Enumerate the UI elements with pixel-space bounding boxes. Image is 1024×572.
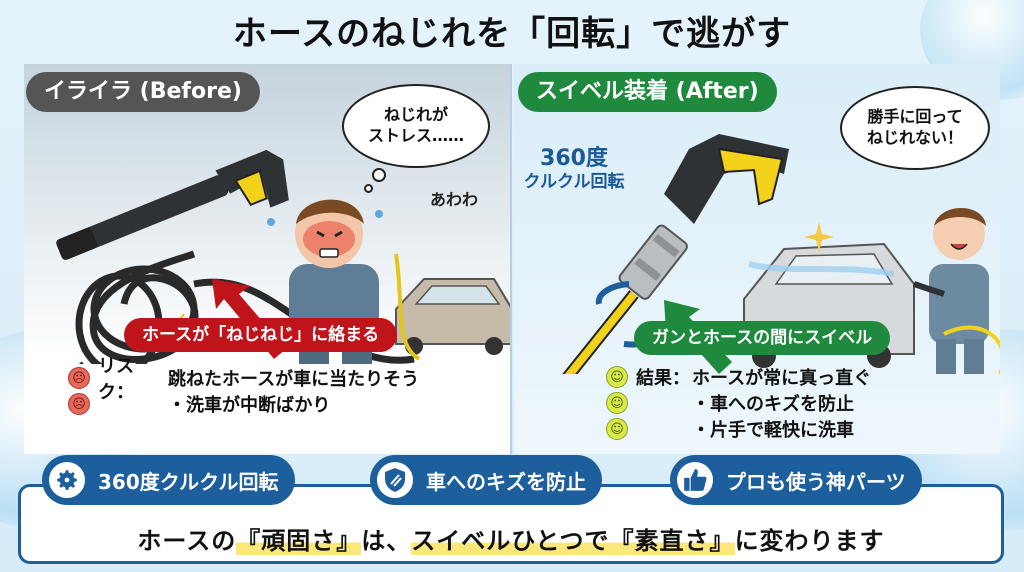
result-text: ホースが常に真っ直ぐ xyxy=(692,368,872,389)
thought-line-1: ねじれが xyxy=(383,105,448,125)
rotation-degree: 360度 xyxy=(540,146,608,171)
smiley-face-icon: ☺ xyxy=(606,392,628,414)
summary-part: に変わります xyxy=(734,527,885,555)
thought-dot xyxy=(372,168,386,182)
risk-list: ☹ リスク： 跳ねたホースが車に当たりそう ☹ ・洗車が中断ばかり xyxy=(68,356,420,417)
sfx-label: あわわ xyxy=(430,190,479,209)
feature-badge-rotation: 360度クルクル回転 xyxy=(42,455,295,505)
summary-part: ホースの xyxy=(137,527,237,555)
angry-face-icon: ☹ xyxy=(68,393,90,415)
summary-text: ホースの『頑固さ』は、スイベルひとつで『素直さ』に変わります xyxy=(21,521,1001,556)
rotation-label: 360度 クルクル回転 xyxy=(514,146,634,193)
result-list: ☺ 結果： ホースが常に真っ直ぐ ☺ ・車へのキズを防止 ☺ ・片手で軽快に洗車 xyxy=(606,364,871,442)
angry-face-icon: ☹ xyxy=(68,367,90,389)
after-heading: スイベル装着 (After) xyxy=(518,72,777,112)
thought-line-2: ストレス…… xyxy=(367,126,464,145)
summary-highlight: 『頑固さ』 xyxy=(236,527,362,555)
list-item: ☺ ・車へのキズを防止 xyxy=(606,390,871,416)
thumbs-up-icon xyxy=(674,459,716,501)
smiley-face-icon: ☺ xyxy=(606,366,628,388)
after-panel: スイベル装着 (After) xyxy=(514,64,1000,454)
risk-text: 跳ねたホースが車に当たりそう xyxy=(168,369,420,390)
result-label: 結果： xyxy=(636,368,690,389)
smiley-face-icon: ☺ xyxy=(606,418,628,440)
feature-label: 車へのキズを防止 xyxy=(426,469,586,494)
speech-bubble: 勝手に回って ねじれない！ xyxy=(840,86,990,170)
feature-label: 360度クルクル回転 xyxy=(98,469,279,494)
thought-dot xyxy=(364,184,373,193)
rotation-text: クルクル回転 xyxy=(523,172,625,193)
risk-label: リスク： xyxy=(98,356,134,403)
feature-badge-protect: 車へのキズを防止 xyxy=(370,455,602,505)
list-item: ☺ 結果： ホースが常に真っ直ぐ xyxy=(606,364,871,390)
page-title: ホースのねじれを「回転」で逃がす xyxy=(232,14,792,54)
list-item: ☹ リスク： 跳ねたホースが車に当たりそう xyxy=(68,356,420,403)
tangle-callout: ホースが「ねじねじ」に絡まる xyxy=(124,318,398,352)
swivel-callout: ガンとホースの間にスイベル xyxy=(634,321,891,355)
result-text: ・車へのキズを防止 xyxy=(692,394,854,415)
summary-highlight: スイベルひとつで xyxy=(411,527,610,555)
list-item: ☹ ・洗車が中断ばかり xyxy=(68,391,419,417)
feature-label: プロも使う神パーツ xyxy=(726,469,906,494)
feature-badge-pro: プロも使う神パーツ xyxy=(670,455,922,505)
gear-icon xyxy=(46,459,88,501)
risk-text: ・洗車が中断ばかり xyxy=(168,395,331,416)
summary-part: は、 xyxy=(361,527,412,555)
thought-bubble: ねじれが ストレス…… xyxy=(342,84,490,168)
shield-icon xyxy=(374,459,416,501)
summary-highlight: 『素直さ』 xyxy=(609,527,735,555)
speech-line-1: 勝手に回って xyxy=(867,107,963,127)
speech-line-2: ねじれない！ xyxy=(866,128,963,147)
result-text: ・片手で軽快に洗車 xyxy=(692,420,854,441)
before-heading: イライラ (Before) xyxy=(26,72,260,112)
before-panel: イライラ (Before) xyxy=(24,64,512,454)
list-item: ☺ ・片手で軽快に洗車 xyxy=(606,416,871,442)
